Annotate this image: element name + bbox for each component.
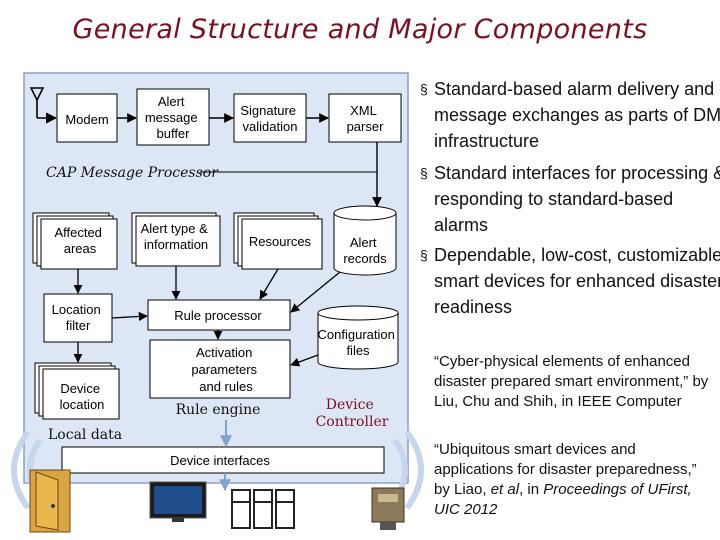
bullet-text: Standard-based alarm delivery and messag… — [434, 79, 720, 151]
alert-type-label: Alert type & information — [141, 221, 212, 252]
bullet-marker: § — [420, 81, 428, 97]
bullet-item: § Standard interfaces for processing & r… — [420, 160, 720, 238]
alert-buffer-box — [136, 88, 210, 146]
bullet-text: Dependable, low-cost, customizable smart… — [434, 245, 720, 317]
configuration-files-label: Configuration files — [318, 327, 399, 358]
affected-areas-stack — [32, 212, 118, 270]
arrow-config-activation — [290, 354, 319, 367]
affected-areas-label: Affected areas — [54, 225, 105, 256]
xml-parser-label: XML parser — [347, 103, 385, 134]
tv-icon — [149, 481, 207, 522]
reference-quote: “Cyber-physical elements of enhanced dis… — [434, 353, 709, 410]
device-interfaces-label: Device interfaces — [170, 453, 270, 468]
slide-title: General Structure and Major Components — [72, 14, 648, 45]
resources-label: Resources — [249, 234, 312, 249]
resources-stack — [233, 212, 323, 270]
cap-processor-label: CAP Message Processor — [46, 165, 219, 181]
controller-device-icon — [371, 487, 405, 530]
alert-type-stack — [131, 212, 221, 267]
modem-box — [56, 93, 118, 143]
arrow-resources-ruleproc — [259, 268, 279, 300]
device-interfaces-bar — [61, 446, 385, 474]
rule-processor-label: Rule processor — [174, 308, 262, 323]
xml-parser-box — [328, 93, 402, 143]
reference-quote: “Ubiquitous smart devices and applicatio… — [434, 441, 697, 498]
reference-item: “Cyber-physical elements of enhanced dis… — [434, 352, 716, 412]
device-location-stack — [34, 362, 120, 420]
alert-buffer-label: Alert message buffer — [145, 94, 201, 141]
modem-label: Modem — [65, 112, 108, 127]
reference-item: “Ubiquitous smart devices and applicatio… — [434, 440, 716, 520]
reference-venue: Proceedings of UFirst, UIC 2012 — [434, 481, 692, 518]
device-controller-label: Device Controller — [316, 397, 389, 430]
device-location-label: Device location — [60, 381, 105, 412]
arrow-location-ruleproc — [111, 311, 148, 322]
signature-validation-label: Signature validation — [240, 103, 299, 134]
signature-validation-box — [233, 93, 307, 143]
antenna-icon — [29, 87, 58, 124]
door-icon — [29, 469, 71, 533]
reference-mid: , in — [519, 481, 544, 498]
cabinet-icon — [231, 489, 295, 529]
bullet-item: § Dependable, low-cost, customizable sma… — [420, 242, 720, 320]
bullet-item: § Standard-based alarm delivery and mess… — [420, 76, 720, 154]
rule-processor-box — [147, 299, 291, 331]
reference-venue: IEEE Computer — [577, 393, 682, 410]
local-data-label: Local data — [48, 427, 122, 443]
bullet-marker: § — [420, 247, 428, 263]
activation-box — [149, 339, 291, 399]
bullet-text: Standard interfaces for processing & res… — [434, 163, 720, 235]
bullet-marker: § — [420, 165, 428, 181]
alert-records-db — [333, 205, 397, 276]
alert-records-label: Alert records — [343, 235, 387, 266]
activation-label: Activation parameters and rules — [191, 345, 260, 394]
arrow-records-ruleproc — [290, 271, 341, 313]
rule-engine-label: Rule engine — [176, 402, 261, 418]
reference-etal: et al — [490, 481, 520, 498]
location-filter-box — [43, 293, 113, 343]
location-filter-label: Location filter — [52, 302, 105, 333]
configuration-files-db — [317, 305, 399, 370]
